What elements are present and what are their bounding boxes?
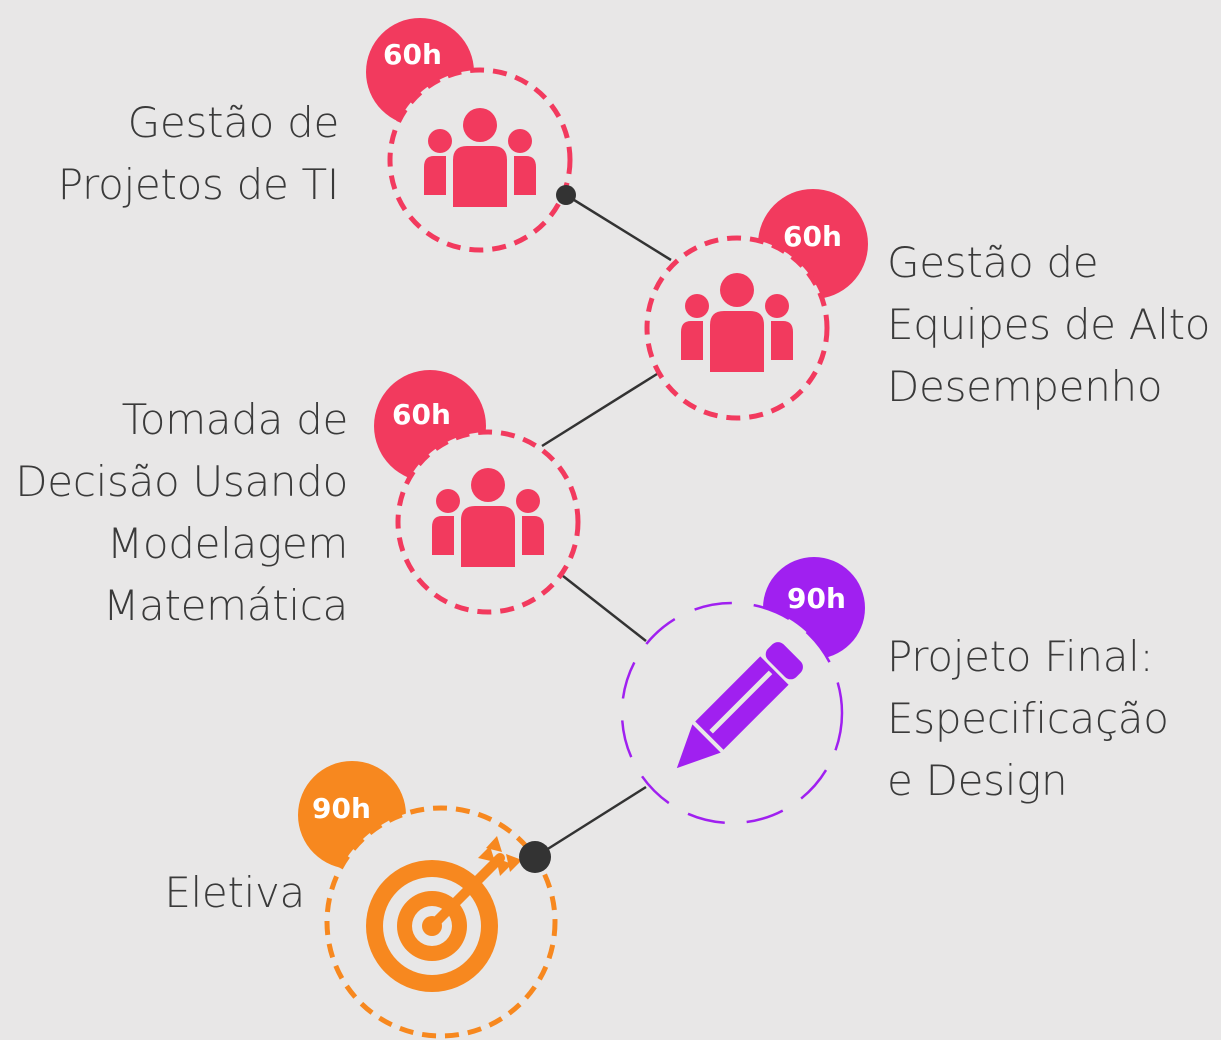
label-tomada-decisao: Tomada de Decisão Usando Modelagem Matem…	[15, 395, 348, 630]
label-gestao-projetos: Gestão de Projetos de TI	[57, 98, 340, 209]
connector-1-2	[565, 193, 672, 262]
hours-badge-label: 60h	[783, 220, 842, 253]
people-icon	[424, 108, 536, 207]
label-gestao-equipes: Gestão de Equipes de Alto Desempenho	[887, 238, 1211, 411]
connector-3-4	[562, 575, 647, 642]
connector-4-5	[534, 785, 647, 859]
connectors	[534, 193, 672, 859]
connector-dot-bottom	[519, 841, 551, 873]
people-icon	[681, 273, 793, 372]
node-eletiva: 90h	[298, 761, 558, 1039]
hours-badge-label: 90h	[787, 582, 846, 615]
label-eletiva: Eletiva	[164, 868, 305, 917]
pencil-icon	[676, 642, 803, 769]
node-gestao-projetos: 60h	[366, 18, 573, 253]
connector-2-3	[541, 372, 658, 448]
label-projeto-final: Projeto Final: Especificação e Design	[887, 632, 1169, 805]
node-tomada-decisao: 60h	[374, 370, 581, 615]
target-icon	[366, 836, 522, 992]
people-icon	[432, 468, 544, 567]
hours-badge-label: 90h	[312, 792, 371, 825]
connector-dot-top	[556, 185, 576, 205]
hours-badge-label: 60h	[392, 398, 451, 431]
node-gestao-equipes: 60h	[644, 189, 868, 421]
hours-badge-label: 60h	[383, 38, 442, 71]
node-projeto-final: 90h	[620, 557, 865, 825]
